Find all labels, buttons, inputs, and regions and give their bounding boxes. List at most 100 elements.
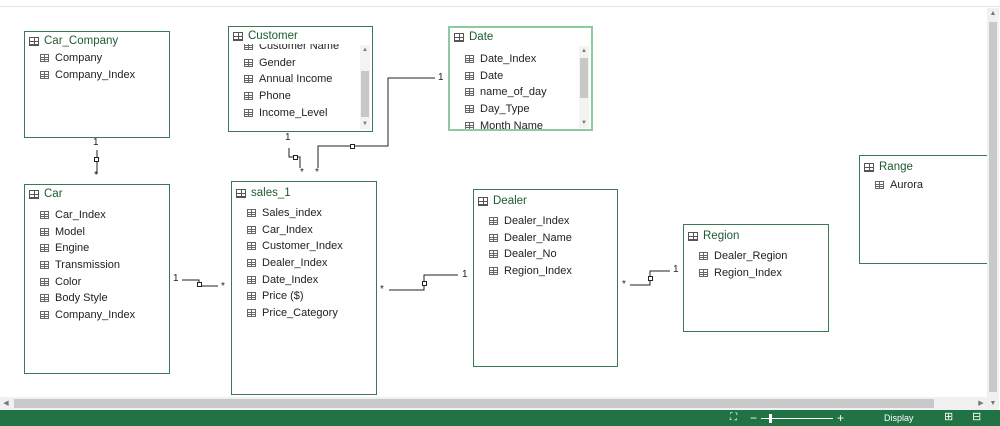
table-scrollbar[interactable]: ▲ ▼: [360, 45, 370, 129]
table-header[interactable]: Date: [450, 28, 591, 46]
field-label: Customer Name: [259, 44, 340, 53]
scroll-down-icon[interactable]: ▼: [581, 120, 587, 126]
field-item[interactable]: Price ($): [247, 288, 376, 305]
scroll-thumb[interactable]: [989, 22, 997, 392]
column-icon: [244, 75, 253, 84]
field-item[interactable]: Dealer_No: [489, 246, 617, 263]
field-item[interactable]: Customer_Index: [247, 238, 376, 255]
scroll-thumb[interactable]: [361, 71, 369, 117]
field-item[interactable]: Date: [465, 68, 578, 85]
field-item[interactable]: Dealer_Index: [247, 255, 376, 272]
column-icon: [247, 275, 256, 284]
table-header[interactable]: Range: [860, 158, 987, 176]
column-icon: [244, 58, 253, 67]
horizontal-scrollbar[interactable]: ◀ ▶: [0, 397, 987, 410]
field-item[interactable]: Annual Income: [244, 71, 360, 88]
field-item[interactable]: Region_Index: [489, 263, 617, 280]
field-item[interactable]: Model: [40, 224, 169, 241]
field-item[interactable]: Aurora: [875, 177, 987, 194]
scroll-left-icon[interactable]: ◀: [3, 400, 9, 407]
field-item[interactable]: Body Style: [40, 290, 169, 307]
column-icon: [699, 268, 708, 277]
field-label: Company: [55, 52, 103, 65]
field-item[interactable]: Dealer_Region: [699, 248, 828, 265]
field-item[interactable]: Engine: [40, 240, 169, 257]
field-item[interactable]: Customer Name: [244, 44, 360, 55]
field-item[interactable]: Price_Category: [247, 305, 376, 322]
column-icon: [465, 88, 474, 97]
scroll-down-icon[interactable]: ▼: [989, 400, 997, 407]
field-item[interactable]: Gender: [244, 55, 360, 72]
table-title: Car: [44, 188, 63, 200]
scroll-right-icon[interactable]: ▶: [978, 400, 984, 407]
field-item[interactable]: name_of_day: [465, 84, 578, 101]
table-scrollbar[interactable]: ▲ ▼: [579, 46, 589, 128]
table-car-company[interactable]: Car_Company Company Company_Index: [24, 31, 170, 138]
scroll-up-icon[interactable]: ▲: [989, 10, 997, 17]
top-border: [0, 0, 1000, 7]
scroll-thumb[interactable]: [14, 399, 934, 408]
table-date[interactable]: Date Date_Index Date name_of_day Day_Typ…: [448, 26, 593, 131]
field-item[interactable]: Region_Index: [699, 265, 828, 282]
table-region[interactable]: Region Dealer_Region Region_Index: [683, 224, 829, 332]
field-label: Car_Index: [262, 223, 313, 236]
field-item[interactable]: Company_Index: [40, 307, 169, 324]
field-item[interactable]: Day_Type: [465, 101, 578, 118]
cardinality-one: 1: [462, 269, 468, 280]
field-label: Dealer_No: [504, 248, 557, 261]
column-icon: [489, 233, 498, 242]
table-header[interactable]: Dealer: [474, 192, 617, 210]
fit-to-screen-icon[interactable]: ⛶: [730, 412, 737, 423]
zoom-in-button[interactable]: +: [837, 411, 845, 425]
display-settings-label[interactable]: Display: [884, 413, 914, 423]
field-item[interactable]: Dealer_Name: [489, 230, 617, 247]
table-car[interactable]: Car Car_Index Model Engine Transmission …: [24, 184, 170, 374]
table-header[interactable]: sales_1: [232, 184, 376, 202]
cardinality-many: *: [380, 284, 384, 295]
scroll-up-icon[interactable]: ▲: [362, 47, 368, 53]
field-item[interactable]: Car_Index: [40, 207, 169, 224]
table-header[interactable]: Region: [684, 227, 828, 245]
field-item[interactable]: Phone: [244, 88, 360, 105]
table-header[interactable]: Car: [25, 185, 169, 203]
field-item[interactable]: Month Name: [465, 117, 578, 129]
field-item[interactable]: Date_Index: [247, 271, 376, 288]
field-item[interactable]: Company_Index: [40, 67, 169, 84]
table-range[interactable]: Range Aurora: [859, 155, 987, 264]
table-dealer[interactable]: Dealer Dealer_Index Dealer_Name Dealer_N…: [473, 189, 618, 367]
table-sales[interactable]: sales_1 Sales_index Car_Index Customer_I…: [231, 181, 377, 395]
field-label: Company_Index: [55, 68, 136, 81]
field-item[interactable]: Sales_index: [247, 205, 376, 222]
field-label: Customer_Index: [262, 240, 343, 253]
scroll-thumb[interactable]: [580, 58, 588, 98]
zoom-slider-knob[interactable]: [769, 413, 773, 423]
zoom-slider[interactable]: [761, 413, 834, 423]
field-label: Month Name: [480, 119, 543, 129]
scroll-up-icon[interactable]: ▲: [581, 48, 587, 54]
field-item[interactable]: Date_Index: [465, 51, 578, 68]
field-item[interactable]: Income_Level: [244, 104, 360, 121]
table-customer[interactable]: Customer Customer Name Gender Annual Inc…: [228, 26, 373, 132]
table-icon: [454, 32, 464, 42]
field-item[interactable]: Dealer_Index: [489, 213, 617, 230]
table-title: Range: [879, 161, 913, 173]
field-item[interactable]: Company: [40, 50, 169, 67]
diagram-view-icon[interactable]: ⊟: [972, 411, 982, 423]
grid-view-icon[interactable]: ⊞: [944, 411, 954, 423]
field-item[interactable]: Color: [40, 273, 169, 290]
field-label: Company_Index: [55, 308, 136, 321]
field-item[interactable]: Car_Index: [247, 222, 376, 239]
table-header[interactable]: Customer: [229, 27, 372, 45]
column-icon: [244, 108, 253, 117]
field-item[interactable]: Transmission: [40, 257, 169, 274]
field-label: Dealer_Index: [504, 215, 570, 228]
cardinality-one: 1: [93, 137, 99, 148]
vertical-scrollbar[interactable]: ▲ ▼: [987, 8, 999, 410]
field-label: Date_Index: [480, 53, 537, 66]
scroll-down-icon[interactable]: ▼: [362, 121, 368, 127]
field-label: Income_Level: [259, 106, 328, 119]
table-header[interactable]: Car_Company: [25, 32, 169, 50]
zoom-out-button[interactable]: −: [750, 411, 758, 425]
table-icon: [233, 31, 243, 41]
